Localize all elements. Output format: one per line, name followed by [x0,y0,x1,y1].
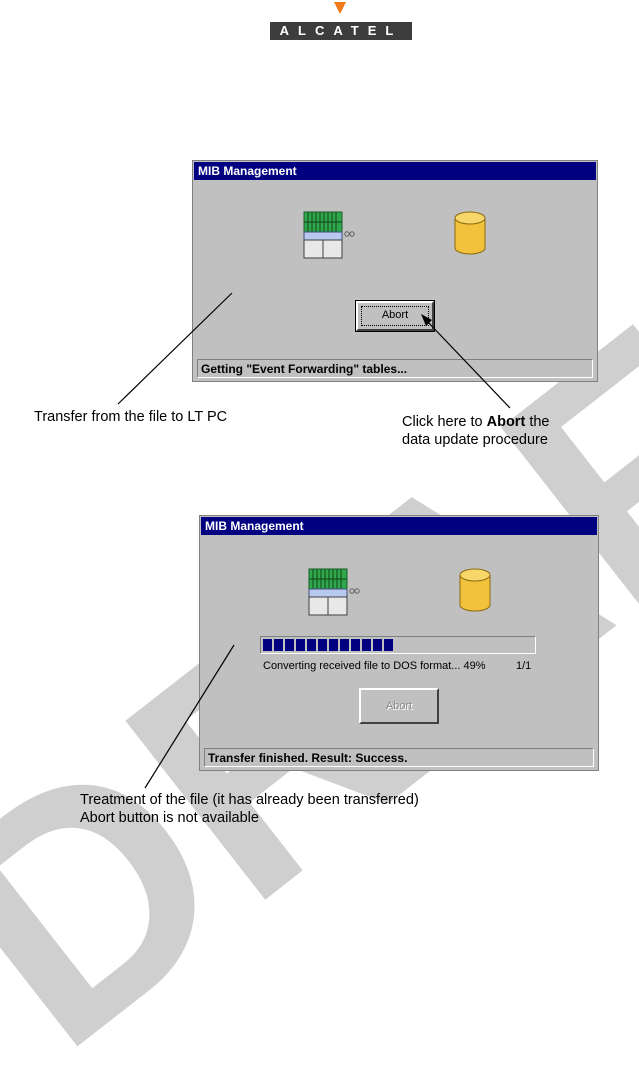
caption-abort-line2: data update procedure [402,432,548,448]
callout-arrowhead [421,314,432,326]
mib-management-window-1: MIB Management Abort Getting "Event Forw… [192,160,598,382]
progress-segment [318,639,327,651]
progress-segment [296,639,305,651]
callout-line-abort [425,319,511,409]
window-title: MIB Management [201,517,597,535]
progress-segment [285,639,294,651]
status-bar: Transfer finished. Result: Success. [204,748,594,767]
callout-line-treatment [144,644,235,789]
progress-segment [329,639,338,651]
progress-segment [307,639,316,651]
database-icon [459,568,491,612]
database-icon [454,211,486,255]
alcatel-logo: ALCATEL [270,22,412,40]
caption-abort-suffix: the [525,414,550,430]
focus-rectangle [361,306,429,326]
caption-abort-bold: Abort [486,414,526,430]
progress-segment [340,639,349,651]
status-bar: Getting "Event Forwarding" tables... [197,359,593,378]
abort-button[interactable]: Abort [355,300,435,332]
rack-server-icon [303,211,355,259]
caption-abort-prefix: Click here to [402,414,487,430]
progress-segment [274,639,283,651]
progress-text: Converting received file to DOS format..… [263,660,486,672]
abort-button-label: Abort [381,309,409,321]
progress-segment [373,639,382,651]
caption-abort-hint: Click here to Abort the data update proc… [402,413,549,449]
abort-button-disabled: Abort [359,688,439,724]
callout-line-transfer [117,292,233,405]
alcatel-logo-triangle-icon [334,2,346,14]
caption-treatment-line2: Abort button is not available [80,810,259,826]
mib-management-window-2: MIB Management Converting received file … [199,515,599,771]
progress-segment [384,639,393,651]
caption-treatment: Treatment of the file (it has already be… [80,791,419,827]
progress-segment [362,639,371,651]
progress-segment [351,639,360,651]
progress-segment [263,639,272,651]
abort-button-label: Abort [385,700,413,712]
rack-server-icon [308,568,360,616]
caption-treatment-line1: Treatment of the file (it has already be… [80,792,419,808]
window-title: MIB Management [194,162,596,180]
progress-bar [260,636,536,654]
caption-transfer: Transfer from the file to LT PC [34,409,228,425]
progress-count: 1/1 [516,660,532,672]
